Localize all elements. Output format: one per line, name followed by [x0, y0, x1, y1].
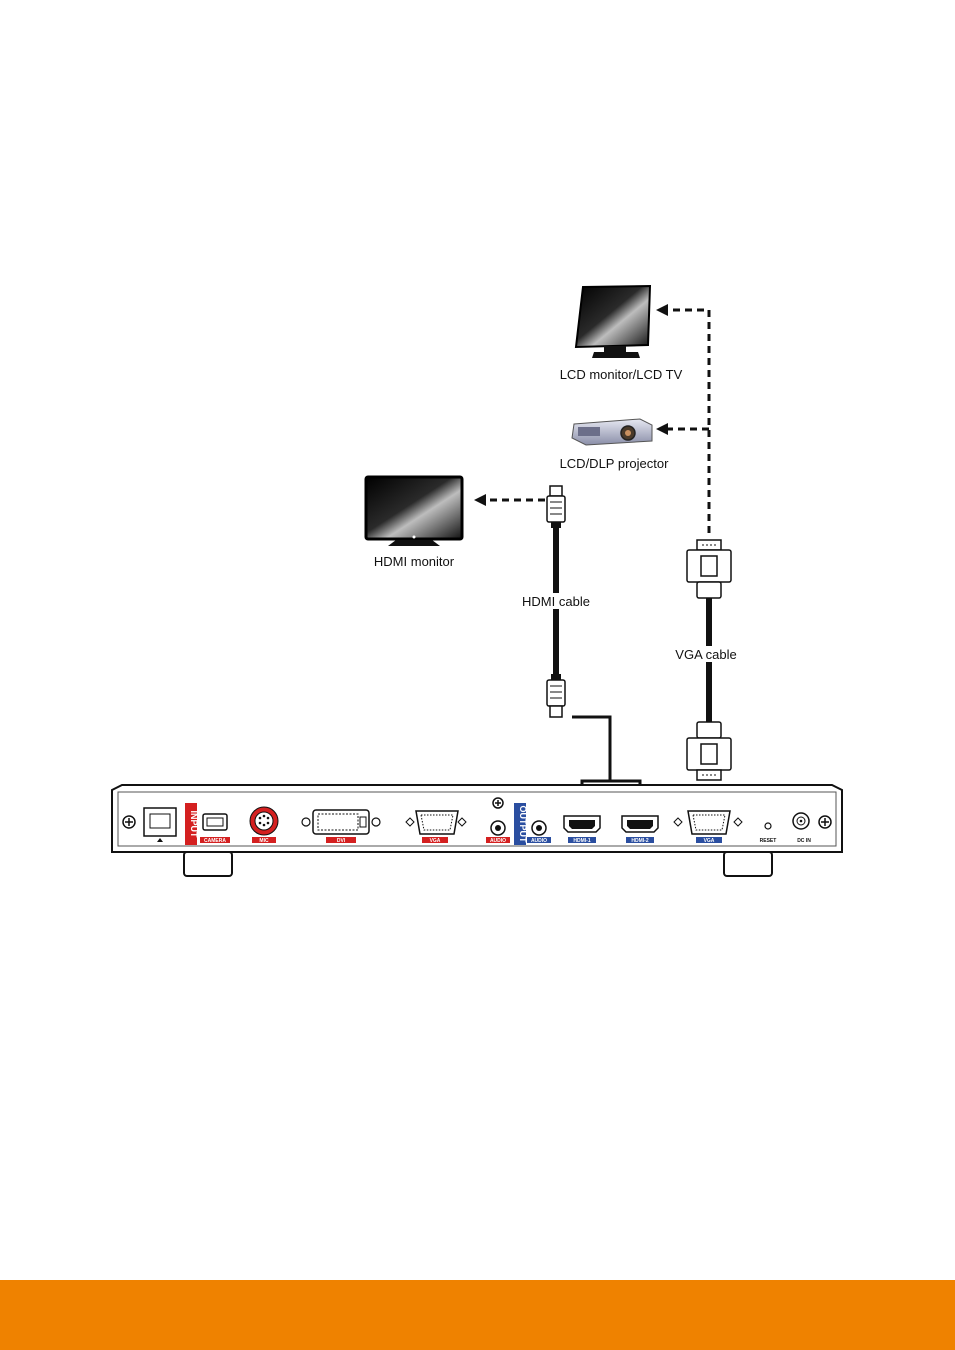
lcd-monitor-label: LCD monitor/LCD TV: [560, 367, 683, 382]
hdmi-plug-icon: [547, 674, 565, 717]
projector-label: LCD/DLP projector: [560, 456, 670, 471]
hdmi-cable-label: HDMI cable: [522, 594, 590, 609]
hdmi-plug-icon: [547, 486, 565, 528]
audio-in-port-icon: [491, 821, 505, 835]
audio-out-port-icon: [532, 821, 546, 835]
vga-out-port-label: VGA: [704, 838, 715, 844]
mic-port-icon: [250, 807, 278, 835]
mic-port-label: MIC: [259, 838, 269, 844]
screw-icon: [493, 798, 503, 808]
screw-icon: [819, 816, 831, 828]
hdmi2-port-icon: [622, 816, 658, 832]
dc-in-label: DC IN: [797, 838, 811, 844]
audio-out-port-label: AUDIO: [531, 838, 547, 844]
dvi-port-label: DVI: [337, 838, 346, 844]
hdmi-monitor-icon: [366, 477, 462, 546]
vga-plug-icon: [687, 722, 731, 780]
lcd-monitor-icon: [576, 286, 650, 358]
hdmi-monitor-label: HDMI monitor: [374, 554, 455, 569]
projector-icon: [572, 419, 652, 445]
camera-port-label: CAMERA: [204, 838, 226, 844]
audio-in-port-label: AUDIO: [490, 838, 506, 844]
output-label: OUTPUT: [518, 806, 528, 844]
dc-in-port-icon: [793, 813, 809, 829]
reset-hole-icon: [765, 823, 771, 829]
vga-plug-icon: [687, 540, 731, 598]
input-label: INPUT: [189, 811, 199, 839]
vga-in-port-label: VGA: [430, 838, 441, 844]
hdmi2-port-label: HDMI-2: [631, 838, 648, 844]
screw-icon: [123, 816, 135, 828]
camera-port-icon: [203, 814, 227, 830]
hdmi1-port-label: HDMI-1: [573, 838, 590, 844]
vga-cable-label: VGA cable: [675, 647, 736, 662]
device-rear-panel: INPUT CAMERA MIC DVI: [112, 785, 842, 876]
reset-label: RESET: [760, 838, 777, 844]
footer-bar: [0, 1280, 955, 1350]
dvi-port-icon: [302, 810, 380, 834]
hdmi1-port-icon: [564, 816, 600, 832]
